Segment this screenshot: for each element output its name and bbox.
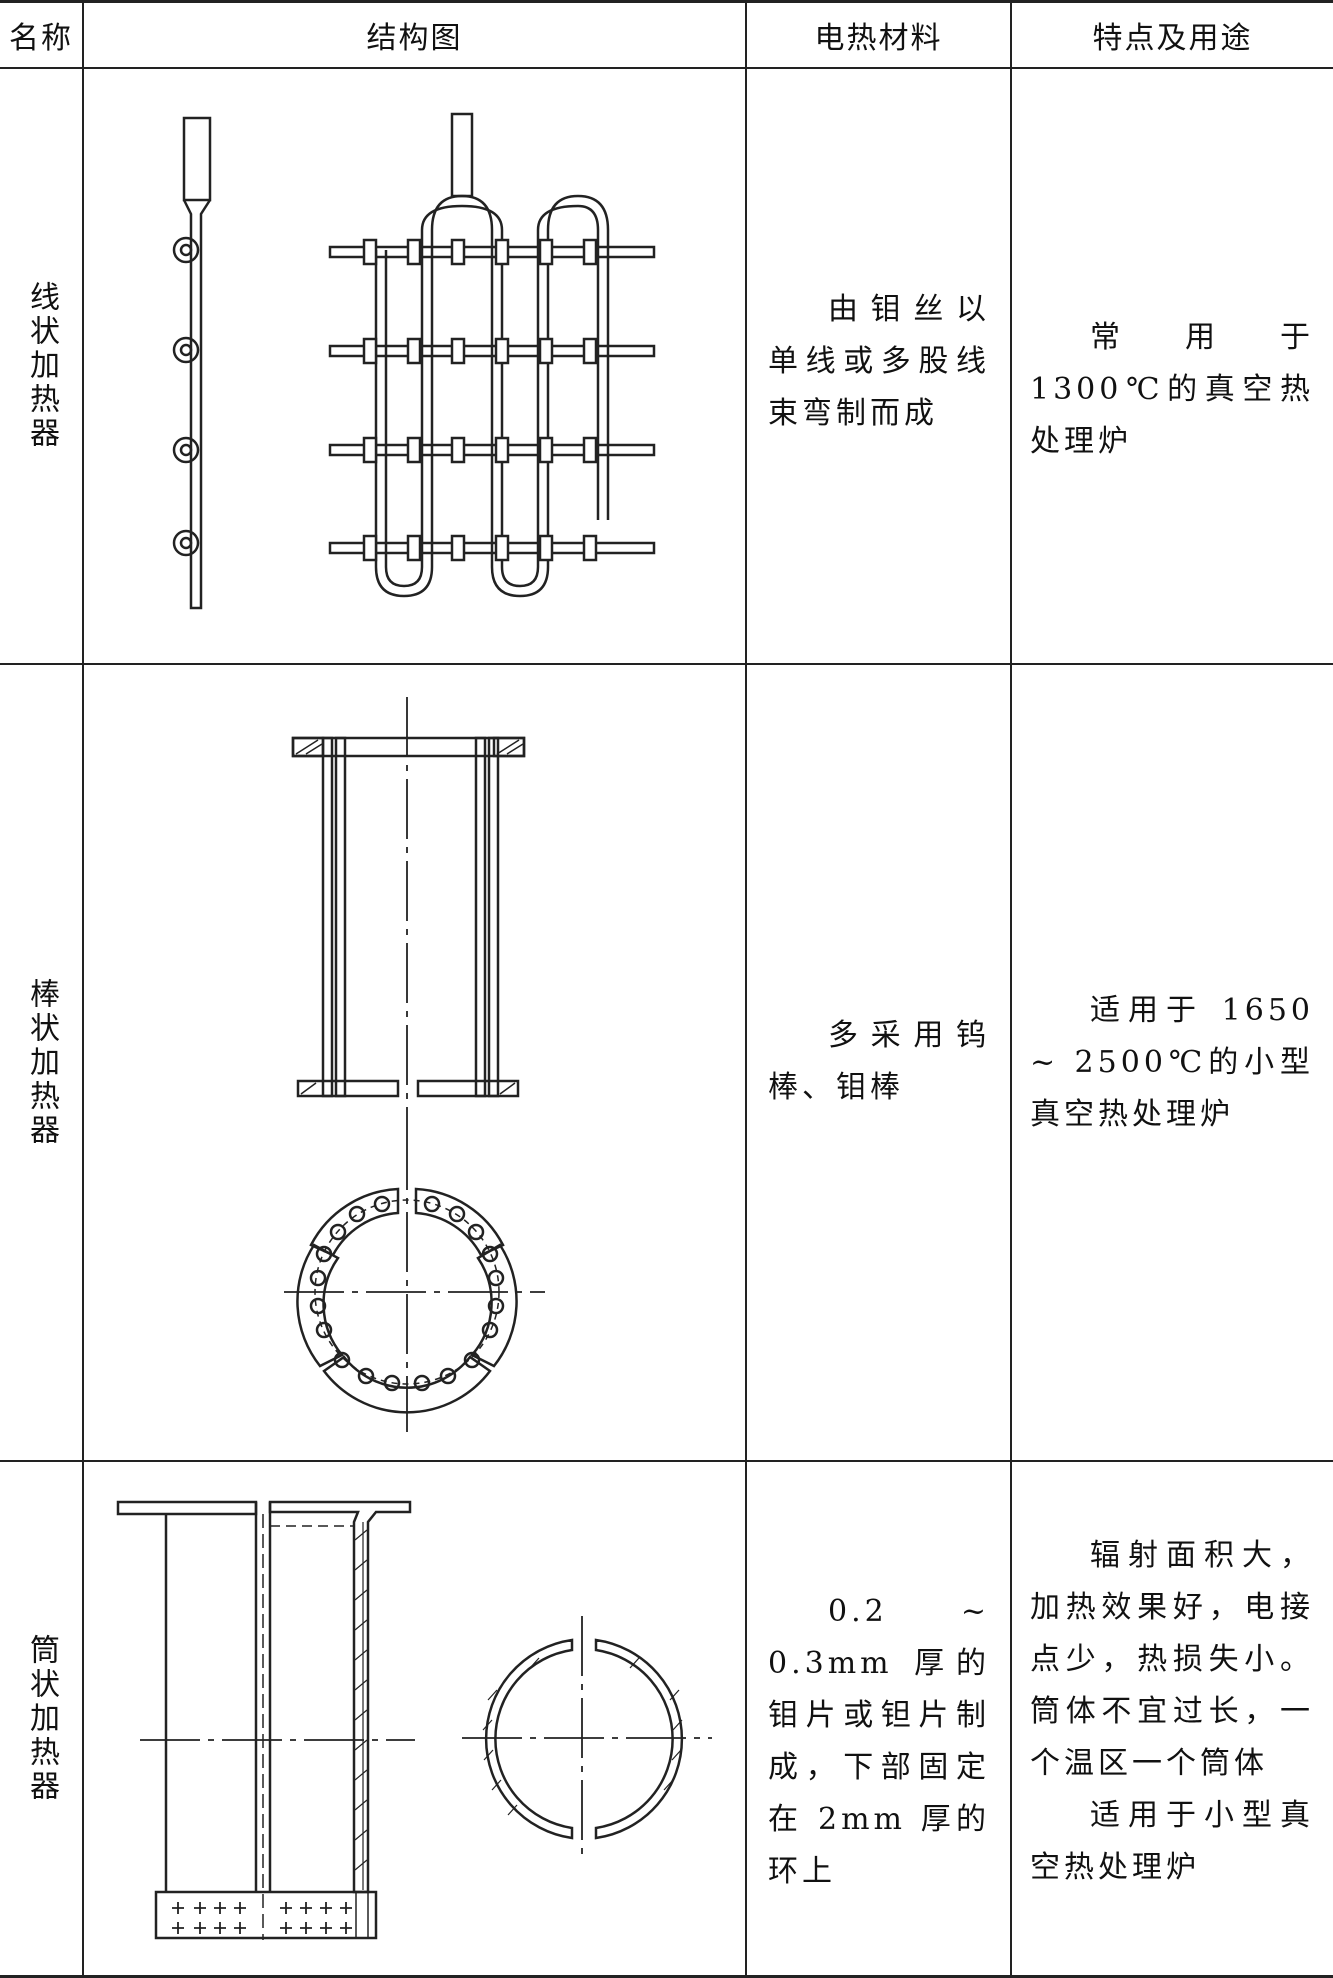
- row3-name: 筒状加热器: [0, 1462, 82, 1975]
- col3-divider: [1010, 0, 1012, 1978]
- header-usage: 特点及用途: [1092, 21, 1253, 56]
- row2-material: 多采用钨棒、钼棒: [768, 1010, 990, 1114]
- header-structure: 结构图: [366, 21, 463, 56]
- row3-name-text: 筒状加热器: [24, 1633, 59, 1804]
- cylinder-heater-plan: [462, 1616, 712, 1862]
- col2-divider: [745, 0, 747, 1978]
- row3-usage: 辐射面积大，加热效果好，电接点少，热损失小。筒体不宜过长，一个温区一个筒体 适用…: [1030, 1530, 1314, 1894]
- row2-name-text: 棒状加热器: [24, 977, 59, 1148]
- row2-name: 棒状加热器: [0, 665, 82, 1460]
- row1-name-text: 线状加热器: [24, 281, 59, 451]
- row1-bottom-border: [0, 663, 1333, 665]
- row1-material-text: 由钼丝以单线或多股线束弯制而成: [768, 292, 990, 431]
- header-material: 电热材料: [814, 21, 943, 56]
- wire-heater-front-view: [328, 112, 656, 598]
- row2-material-text: 多采用钨棒、钼棒: [768, 1018, 990, 1105]
- table-top-border: [0, 0, 1333, 3]
- rod-heater-plan: [284, 1130, 545, 1432]
- col1-divider: [82, 0, 84, 1978]
- row2-usage-text: 适用于 1650 ~ 2500℃的小型真空热处理炉: [1030, 993, 1314, 1132]
- row1-usage-text: 常用于 1300℃的真空热处理炉: [1030, 320, 1314, 459]
- rod-heater-elevation: [291, 697, 526, 1130]
- support-rails: [328, 238, 656, 562]
- wire-heater-side-view: [172, 116, 212, 610]
- row1-name: 线状加热器: [0, 69, 82, 663]
- table-bottom-border: [0, 1975, 1333, 1978]
- row2-bottom-border: [0, 1460, 1333, 1462]
- header-name: 名称: [9, 21, 73, 56]
- row3-material: 0.2 ~ 0.3mm 厚的钼片或钽片制成，下部固定在 2mm 厚的环上: [768, 1586, 990, 1898]
- rod-holes: [309, 1195, 505, 1392]
- row1-material: 由钼丝以单线或多股线束弯制而成: [768, 284, 990, 440]
- row3-usage-text-2: 适用于小型真空热处理炉: [1030, 1798, 1314, 1885]
- row2-usage: 适用于 1650 ~ 2500℃的小型真空热处理炉: [1030, 985, 1314, 1141]
- row3-material-text: 0.2 ~ 0.3mm 厚的钼片或钽片制成，下部固定在 2mm 厚的环上: [768, 1594, 990, 1889]
- cylinder-heater-section: [116, 1500, 415, 1940]
- header-bottom-border: [0, 67, 1333, 69]
- row3-usage-text-1: 辐射面积大，加热效果好，电接点少，热损失小。筒体不宜过长，一个温区一个筒体: [1030, 1538, 1314, 1781]
- row1-usage: 常用于 1300℃的真空热处理炉: [1030, 312, 1314, 468]
